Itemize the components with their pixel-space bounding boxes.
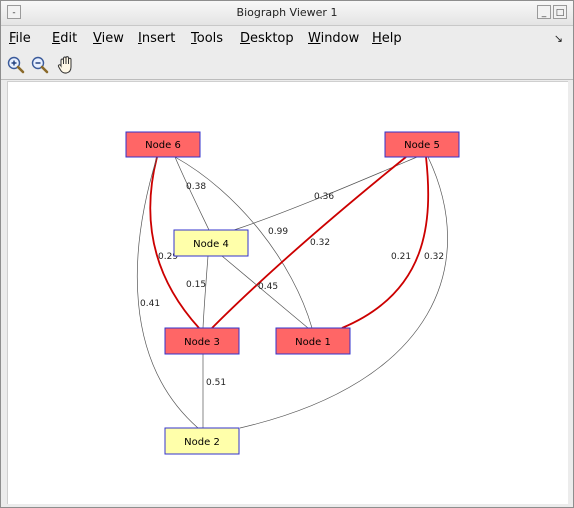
maximize-button[interactable]: □ <box>553 5 567 19</box>
edge-node6-node2[interactable] <box>136 156 199 429</box>
edge-node5-node3[interactable] <box>211 156 407 329</box>
menu-window-mnemonic: W <box>308 31 321 46</box>
edge-label-node5-node4: 0.36 <box>314 192 334 202</box>
graph-canvas[interactable]: 0.38 0.99 0.29 0.41 0.36 0.32 0.21 0.32 … <box>7 81 568 504</box>
window-menu-button[interactable]: - <box>7 5 21 19</box>
title-bar[interactable]: - Biograph Viewer 1 _ □ <box>1 1 573 26</box>
edge-labels-layer: 0.38 0.99 0.29 0.41 0.36 0.32 0.21 0.32 … <box>140 182 444 388</box>
edge-node4-node1[interactable] <box>221 255 309 329</box>
edge-label-node5-node1: 0.21 <box>391 252 411 262</box>
edge-label-node3-node2: 0.51 <box>206 378 226 388</box>
menu-view-label: iew <box>101 31 124 46</box>
menu-file-label: ile <box>15 31 31 46</box>
menu-file[interactable]: File <box>9 31 31 46</box>
edge-node6-node3[interactable] <box>149 156 200 329</box>
edge-node5-node1[interactable] <box>341 156 430 329</box>
menu-desktop-mnemonic: D <box>240 31 251 46</box>
menu-insert-mnemonic: I <box>138 31 142 46</box>
pan-button[interactable] <box>55 54 77 76</box>
node-2[interactable]: Node 2 <box>164 427 240 455</box>
menu-insert[interactable]: Insert <box>138 31 175 46</box>
edge-label-node6-node3: 0.29 <box>158 252 178 262</box>
zoom-in-button[interactable] <box>5 54 27 76</box>
edge-label-node4-node3: 0.15 <box>186 280 206 290</box>
edges-layer <box>136 156 448 429</box>
menu-tools[interactable]: Tools <box>191 31 223 46</box>
menu-window[interactable]: Window <box>308 31 359 46</box>
node-3-label: Node 3 <box>184 337 220 348</box>
menu-edit-label: dit <box>60 31 78 46</box>
node-5-label: Node 5 <box>404 140 440 151</box>
menu-help-label: elp <box>381 31 402 46</box>
zoom-out-icon <box>31 56 49 74</box>
node-5[interactable]: Node 5 <box>384 131 460 158</box>
node-1[interactable]: Node 1 <box>275 327 351 355</box>
node-6-label: Node 6 <box>145 140 181 151</box>
edge-label-node6-node2: 0.41 <box>140 299 160 309</box>
menu-view-mnemonic: V <box>93 31 102 46</box>
menu-help[interactable]: Help <box>372 31 402 46</box>
edge-node6-node1[interactable] <box>174 156 313 329</box>
zoom-in-icon <box>7 56 25 74</box>
toolbar <box>1 51 573 80</box>
edge-node4-node3[interactable] <box>202 255 209 329</box>
dock-arrow-icon[interactable]: ↘ <box>553 32 563 45</box>
menu-file-mnemonic: F <box>9 31 16 46</box>
pan-hand-icon <box>57 56 72 74</box>
menu-tools-mnemonic: T <box>191 31 197 46</box>
node-3[interactable]: Node 3 <box>164 327 240 355</box>
nodes-layer: Node 6 Node 5 Node 4 Node 3 Node 1 <box>125 131 460 455</box>
menu-desktop[interactable]: Desktop <box>240 31 294 46</box>
window-title: Biograph Viewer 1 <box>236 6 338 19</box>
zoom-out-button[interactable] <box>29 54 51 76</box>
menu-view[interactable]: View <box>93 31 124 46</box>
edge-label-node5-node2: 0.32 <box>424 252 444 262</box>
node-2-label: Node 2 <box>184 437 220 448</box>
menu-bar: File Edit View Insert Tools Desktop Wind… <box>1 26 573 50</box>
node-4[interactable]: Node 4 <box>173 229 249 257</box>
edge-label-node4-node1: 0.45 <box>258 282 278 292</box>
edge-label-node5-node3: 0.32 <box>310 238 330 248</box>
menu-desktop-label: esktop <box>250 31 294 46</box>
edge-node6-node4[interactable] <box>174 156 210 231</box>
menu-edit-mnemonic: E <box>52 31 61 46</box>
menu-edit[interactable]: Edit <box>52 31 77 46</box>
edge-label-node6-node1: 0.99 <box>268 227 288 237</box>
node-6[interactable]: Node 6 <box>125 131 201 158</box>
menu-help-mnemonic: H <box>372 31 382 46</box>
node-1-label: Node 1 <box>295 337 331 348</box>
minimize-button[interactable]: _ <box>537 5 551 19</box>
menu-insert-label: nsert <box>141 31 176 46</box>
menu-tools-label: ools <box>196 31 224 46</box>
menu-window-label: indow <box>320 31 360 46</box>
node-4-label: Node 4 <box>193 239 229 250</box>
edge-node5-node2[interactable] <box>239 156 448 429</box>
edge-label-node6-node4: 0.38 <box>186 182 206 192</box>
biograph-graph: 0.38 0.99 0.29 0.41 0.36 0.32 0.21 0.32 … <box>125 131 460 455</box>
